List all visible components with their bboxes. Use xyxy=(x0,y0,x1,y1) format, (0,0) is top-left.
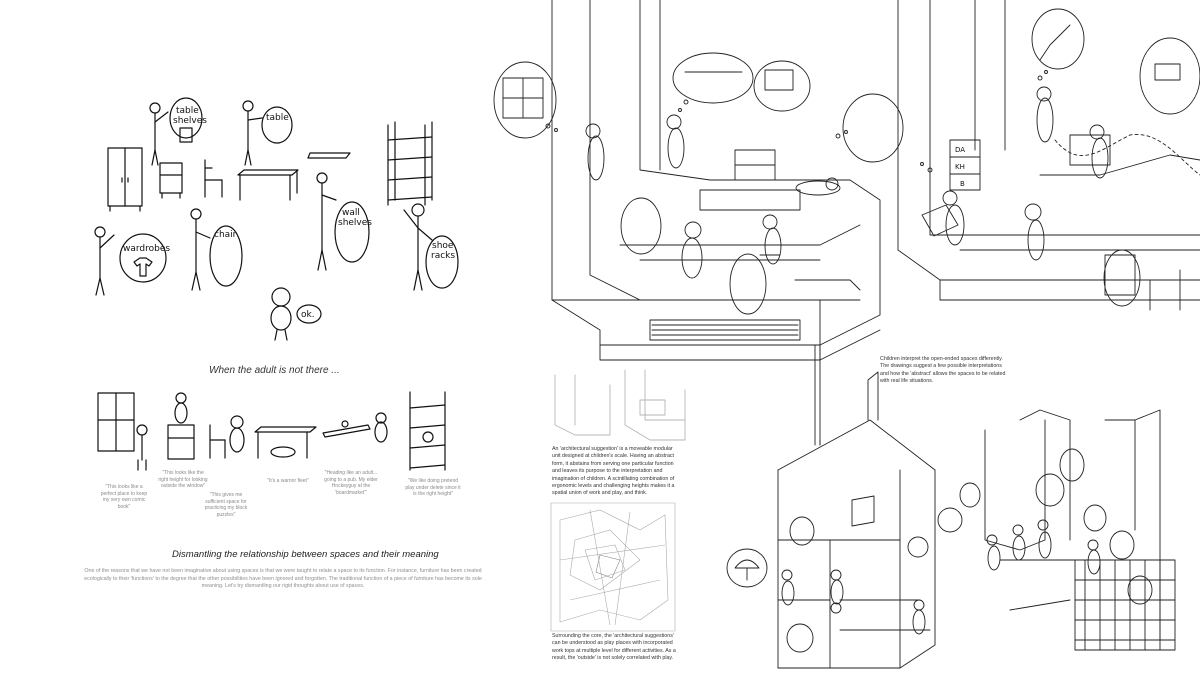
thought-bubbles-top xyxy=(494,9,1200,314)
shoe-rack-drawing xyxy=(388,122,432,205)
vignette-wardrobe xyxy=(98,393,147,470)
thumbnail-models xyxy=(555,370,685,440)
adult-figure-3 xyxy=(95,227,114,295)
vignette-chair xyxy=(210,416,244,458)
vignette-shoe-rack xyxy=(410,392,445,470)
thought-bubbles-bottom xyxy=(727,449,1152,652)
intro-paragraph: One of the reasons that we have not been… xyxy=(84,568,482,590)
adult-figure-4 xyxy=(191,209,210,290)
table-drawing xyxy=(238,170,298,200)
bubble-table xyxy=(262,107,292,143)
chair-drawing xyxy=(205,160,222,197)
bubble-label-shelves: shelves xyxy=(173,116,207,126)
alphabet-board xyxy=(922,140,980,236)
bubble-label-ok: ok. xyxy=(301,310,315,320)
block-letter-kh: KH xyxy=(955,163,965,171)
caption-2: "This looks like the right height for lo… xyxy=(158,470,208,489)
interpretation-text: Children interpret the open-ended spaces… xyxy=(880,356,1006,385)
vignette-table xyxy=(255,427,316,458)
bubble-table-shelves xyxy=(170,98,202,138)
bubble-label-shelves-2: shelves xyxy=(338,218,372,228)
bubble-shoe-racks xyxy=(426,236,458,288)
adult-figure-1 xyxy=(150,103,168,165)
section-heading: Dismantling the relationship between spa… xyxy=(172,549,439,560)
axonometric-module-left xyxy=(552,0,880,445)
nightstand-drawing xyxy=(160,163,182,198)
surrounding-text: Surrounding the core, the 'architectural… xyxy=(552,633,676,662)
block-letter-b: B xyxy=(960,180,965,188)
child-figures-top xyxy=(586,87,1108,278)
adult-figure-2 xyxy=(243,101,262,165)
suggestion-text: An 'architectural suggestion' is a movea… xyxy=(552,446,675,497)
wall-shelf-drawing xyxy=(308,153,350,158)
bubble-chair xyxy=(210,226,242,286)
bubble-label-shoe: shoe xyxy=(432,241,454,251)
child-figures-bottom xyxy=(782,520,1100,634)
wardrobe-drawing xyxy=(108,148,142,211)
frame-module-right xyxy=(985,410,1175,650)
adult-figure-6 xyxy=(404,204,432,290)
bubble-label-wall: wall xyxy=(342,208,360,218)
caption-1: "This looks like a perfect place to keep… xyxy=(100,484,148,510)
vignette-shelf xyxy=(323,413,387,442)
caption-4: "It's a warrior fleet" xyxy=(267,478,309,484)
bubble-label-racks: racks xyxy=(431,251,455,261)
bubble-label-chair: chair xyxy=(214,230,237,240)
dashed-path xyxy=(1055,134,1200,175)
bubble-ok xyxy=(297,305,321,323)
axonometric-module-right xyxy=(898,0,1200,310)
bubble-label-table-2: table xyxy=(266,113,289,123)
bubble-wall-shelves xyxy=(335,202,369,262)
bubble-label-wardrobes: wardrobes xyxy=(123,244,170,254)
vignette-nightstand xyxy=(168,393,194,459)
caption-6: "We like doing pretend play under delete… xyxy=(405,478,461,497)
adult-figure-5 xyxy=(317,173,336,270)
caption-5: "Heading like an adult... going to a pub… xyxy=(324,470,378,496)
section-title: When the adult is not there ... xyxy=(209,365,340,376)
bubble-wardrobes xyxy=(120,234,166,282)
child-figure-ok xyxy=(271,288,291,340)
block-letter-da: DA xyxy=(955,146,965,154)
caption-3: "This gives me sufficient space for prac… xyxy=(204,492,248,518)
bubble-label-table: table xyxy=(176,106,199,116)
